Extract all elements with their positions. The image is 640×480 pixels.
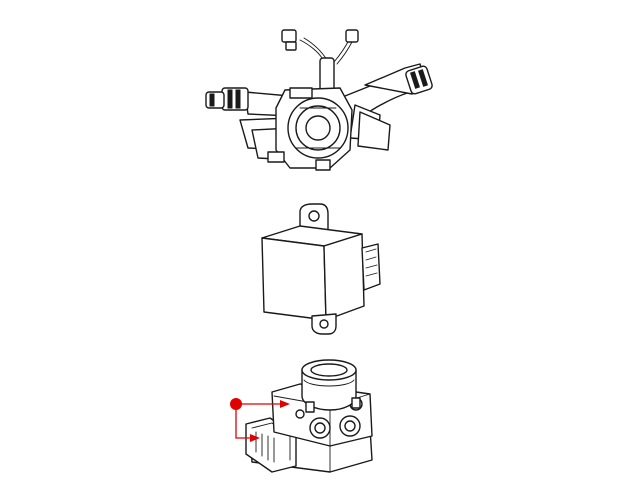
connector-right (345, 29, 359, 43)
callout-arrow-lower (235, 404, 252, 439)
pump-motor (301, 359, 357, 411)
control-module-box (261, 203, 381, 335)
callout-dot (230, 398, 242, 410)
callout (230, 398, 290, 442)
clockspring-housing (267, 87, 353, 171)
wiper-stalk (339, 63, 433, 151)
abs-hydraulic-unit (245, 359, 373, 473)
steering-column-switch-assembly (205, 29, 433, 171)
connector-left (281, 29, 297, 43)
wiring-harness (281, 29, 359, 99)
